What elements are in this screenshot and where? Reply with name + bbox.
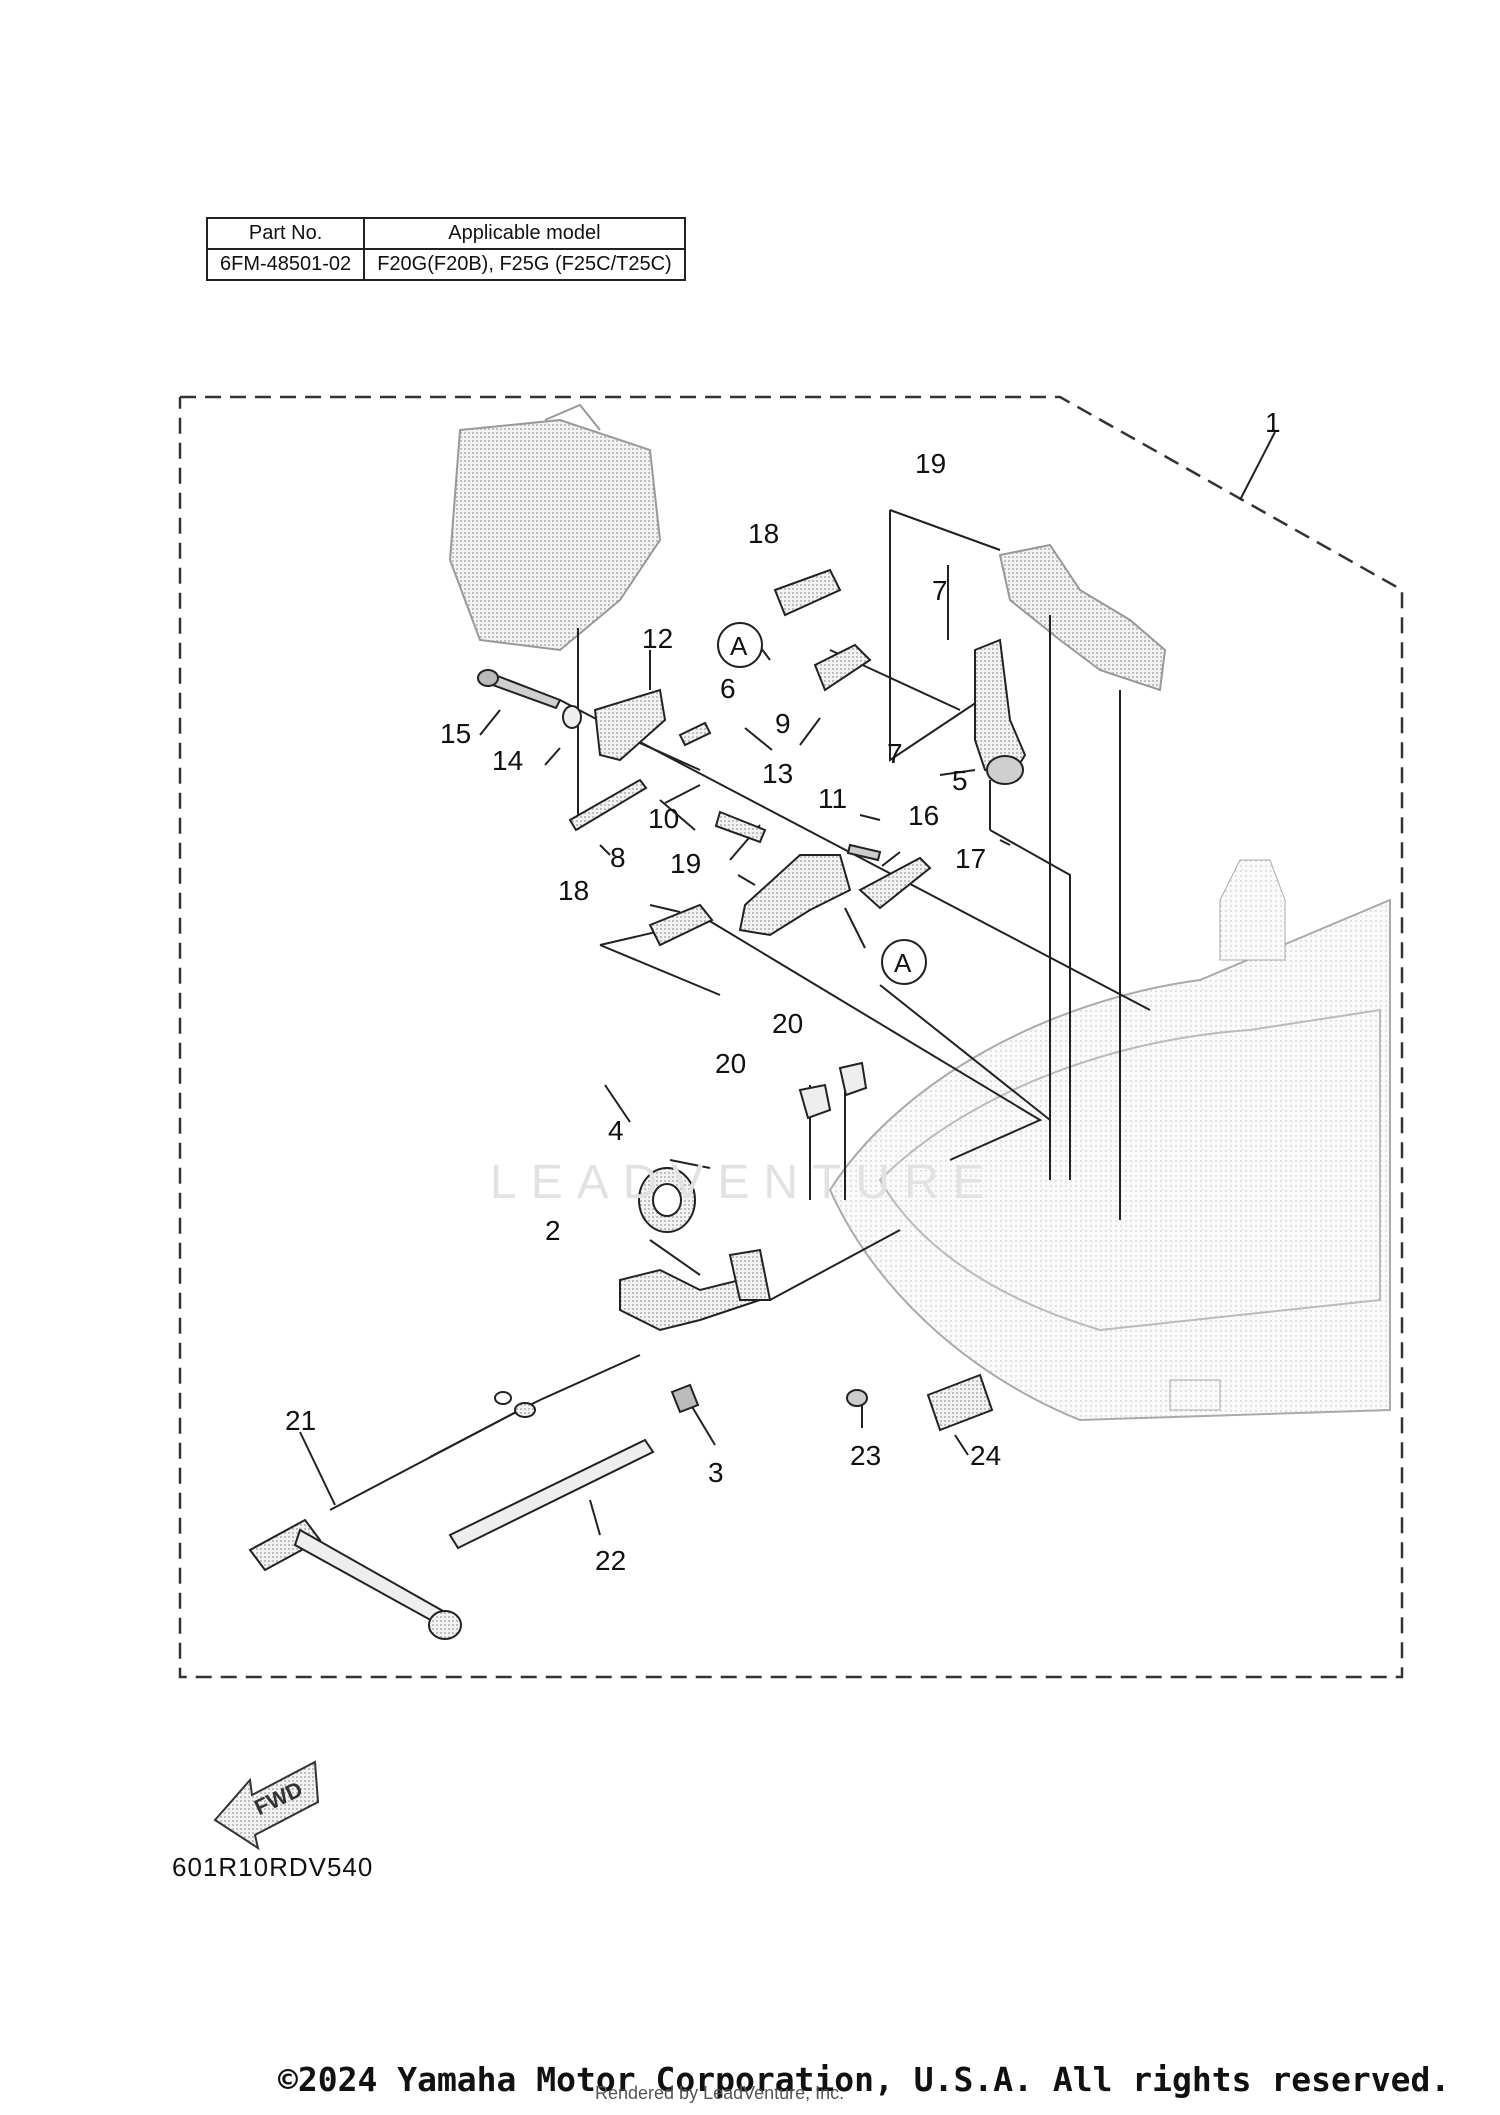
rendered-by-watermark: Rendered by LeadVenture, Inc. xyxy=(595,2083,845,2103)
bottom-cowling-ghost xyxy=(828,859,1391,1422)
watermark-logo: LEADVENTURE xyxy=(490,1156,999,1209)
callout-21: 21 xyxy=(285,1405,316,1436)
part-3-bolt xyxy=(670,1383,700,1414)
callout-14: 14 xyxy=(492,745,523,776)
part-8-link-rod xyxy=(568,778,648,832)
callout-22: 22 xyxy=(595,1545,626,1576)
callout-24: 24 xyxy=(970,1440,1001,1471)
callout-17: 17 xyxy=(955,843,986,874)
callout-13: 13 xyxy=(762,758,793,789)
part-14-washer xyxy=(562,705,582,729)
callout-2: 2 xyxy=(545,1215,561,1246)
table-row: 6FM-48501-02 F20G(F20B), F25G (F25C/T25C… xyxy=(205,248,686,281)
part-12-arm xyxy=(593,688,667,762)
callout-3: 3 xyxy=(708,1457,724,1488)
callout-18-upper: 18 xyxy=(748,518,779,549)
drawing-code: 601R10RDV540 xyxy=(172,1852,374,1882)
callout-23: 23 xyxy=(850,1440,881,1471)
fwd-arrow-icon: FWD xyxy=(213,1760,320,1851)
reference-a-upper: A xyxy=(730,631,748,661)
applicable-model-table: Part No. Applicable model 6FM-48501-02 F… xyxy=(205,217,686,281)
part-22-rod xyxy=(448,1438,655,1550)
callout-12: 12 xyxy=(642,623,673,654)
reference-marks: A A xyxy=(717,622,927,985)
callout-16: 16 xyxy=(908,800,939,831)
part-9-spring xyxy=(678,721,712,747)
part-6-link xyxy=(813,643,872,692)
parts xyxy=(248,568,1027,1640)
part-18-upper-roller xyxy=(773,568,842,617)
part-15-bolt xyxy=(488,673,562,710)
part-18-lower-roller xyxy=(648,903,714,947)
cell-applicable-model: F20G(F20B), F25G (F25C/T25C) xyxy=(363,248,686,281)
part-20-clip-a xyxy=(798,1083,832,1120)
header-part-no: Part No. xyxy=(205,217,366,250)
callout-4: 4 xyxy=(608,1115,624,1146)
linkage-component-ghost xyxy=(998,543,1167,692)
callout-19-lower: 19 xyxy=(670,848,701,879)
cell-part-no: 6FM-48501-02 xyxy=(205,248,366,281)
part-11-shift-lever xyxy=(738,854,852,937)
callout-9: 9 xyxy=(775,708,791,739)
callout-18-lower: 18 xyxy=(558,875,589,906)
part-23-screw xyxy=(846,1389,868,1407)
callout-1: 1 xyxy=(1265,407,1281,438)
header-applicable-model: Applicable model xyxy=(363,217,686,250)
part-24-connector xyxy=(926,1373,994,1432)
callout-20-lower: 20 xyxy=(715,1048,746,1079)
engine-component-ghost xyxy=(448,403,662,652)
part-20-clip-b xyxy=(838,1061,868,1097)
part-16-bolt xyxy=(846,843,882,862)
assembly-boundary xyxy=(178,395,1404,1679)
callout-11: 11 xyxy=(818,783,847,814)
callout-15: 15 xyxy=(440,718,471,749)
callout-6: 6 xyxy=(720,673,736,704)
copyright-notice: ©2024 Yamaha Motor Corporation, U.S.A. A… xyxy=(278,2060,1451,2099)
callout-7-lower: 7 xyxy=(887,738,903,769)
part-17-bracket xyxy=(858,856,932,910)
callout-labels: 1 2 3 4 5 6 7 7 8 9 10 11 12 13 14 15 16… xyxy=(285,407,1281,1576)
callout-8: 8 xyxy=(610,842,626,873)
callout-19-upper: 19 xyxy=(915,448,946,479)
reference-a-lower: A xyxy=(894,948,912,978)
part-13-sleeve xyxy=(714,810,767,844)
callout-5: 5 xyxy=(952,765,968,796)
callout-10: 10 xyxy=(648,803,679,834)
callout-7-upper: 7 xyxy=(932,575,948,606)
callout-20-upper: 20 xyxy=(772,1008,803,1039)
